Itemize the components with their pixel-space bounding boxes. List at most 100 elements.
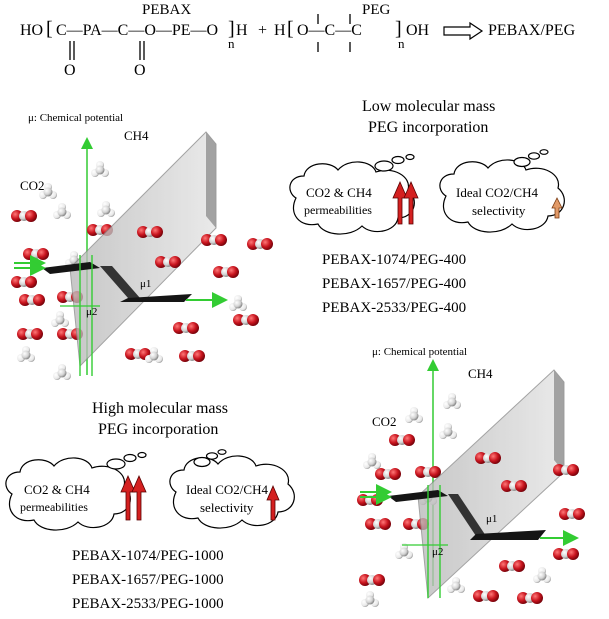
- potential-low: [470, 530, 546, 540]
- blend-item: PEBAX-1074/PEG-400: [322, 252, 467, 268]
- carbonyl-o-2: O: [134, 62, 146, 79]
- blend-item: PEBAX-1657/PEG-400: [322, 276, 467, 292]
- ch4-molecule: [91, 161, 109, 177]
- co2-molecule: [247, 238, 273, 250]
- upper-ch4-label: CH4: [124, 128, 149, 143]
- subscript-n-1: n: [228, 36, 235, 51]
- co2-molecule: [365, 518, 391, 530]
- high-mw-clouds: [5, 449, 295, 531]
- low-cloud1-line1: CO2 & CH4: [306, 185, 372, 200]
- ch4-molecule: [17, 346, 35, 362]
- lower-membrane-panel: [357, 359, 585, 607]
- blend-item: PEBAX-2533/PEG-1000: [72, 596, 224, 612]
- potential-slope: [448, 494, 486, 536]
- co2-molecule: [17, 328, 43, 340]
- bracket-left-2: [: [287, 18, 294, 40]
- potential-high: [42, 262, 100, 274]
- high-cloud2-line1: Ideal CO2/CH4: [186, 482, 268, 497]
- bracket-right-1: ]: [228, 18, 235, 40]
- high-cloud2-line2: selectivity: [200, 500, 254, 515]
- co2-molecule: [137, 226, 163, 238]
- blend-item: PEBAX-2533/PEG-400: [322, 300, 467, 316]
- co2-molecule: [179, 350, 205, 362]
- bracket-right-2: ]: [395, 18, 402, 40]
- co2-molecule: [173, 322, 199, 334]
- ch4-molecule: [229, 295, 247, 311]
- ch4-molecule: [53, 203, 71, 219]
- pebax-chain: C—PA—C—O—PE—O: [56, 22, 219, 39]
- pebax-label: PEBAX: [142, 2, 192, 18]
- high-mw-title-line1: High molecular mass: [92, 400, 228, 417]
- co2-molecule: [233, 314, 259, 326]
- low-mw-clouds: [289, 149, 565, 235]
- bracket-left-1: [: [46, 18, 53, 40]
- low-selectivity-arrow: [551, 197, 563, 219]
- high-cloud1-line1: CO2 & CH4: [24, 482, 90, 497]
- cloud-selectivity: [439, 159, 565, 233]
- co2-molecule: [19, 294, 45, 306]
- cloud-selectivity: [169, 455, 295, 529]
- co2-molecule: [415, 466, 441, 478]
- membrane-edge: [554, 370, 564, 472]
- peg-label: PEG: [362, 2, 391, 18]
- ch4-molecule: [97, 201, 115, 217]
- co2-molecule: [359, 574, 385, 586]
- upper-co2-label: CO2: [20, 178, 45, 193]
- ch4-molecule: [405, 407, 423, 423]
- potential-low: [120, 294, 192, 302]
- co2-molecule: [375, 468, 401, 480]
- co2-molecule: [553, 464, 579, 476]
- co2-molecule: [23, 248, 49, 260]
- high-cloud1-line2: permeabilities: [20, 500, 88, 514]
- co2-molecule: [201, 234, 227, 246]
- lower-mu2-label: μ2: [432, 546, 444, 558]
- co2-molecule: [553, 548, 579, 560]
- potential-slope: [100, 266, 140, 298]
- h-group: H: [236, 22, 248, 39]
- co2-molecule: [517, 592, 543, 604]
- ho-group: HO: [20, 22, 44, 39]
- low-cloud2-line2: selectivity: [472, 203, 526, 218]
- oh-group: OH: [406, 22, 430, 39]
- co2-molecule: [213, 266, 239, 278]
- high-selectivity-arrow: [266, 484, 280, 521]
- ch4-molecule: [363, 453, 381, 469]
- co2-molecule: [155, 256, 181, 268]
- ch4-molecule: [53, 364, 71, 380]
- ch4-molecule: [439, 423, 457, 439]
- product-label: PEBAX/PEG: [488, 22, 576, 39]
- co2-molecule: [501, 480, 527, 492]
- blend-item: PEBAX-1074/PEG-1000: [72, 548, 224, 564]
- blend-item: PEBAX-1657/PEG-1000: [72, 572, 224, 588]
- low-permeability-arrows: [392, 181, 419, 225]
- plus-sign: +: [258, 22, 268, 39]
- upper-mu2-label: μ2: [86, 306, 98, 318]
- co2-molecule: [559, 508, 585, 520]
- membrane-edge: [206, 132, 216, 228]
- co2-molecule: [499, 560, 525, 572]
- co2-molecule: [475, 452, 501, 464]
- low-cloud1-line2: permeabilities: [304, 203, 372, 217]
- ch4-molecule: [443, 393, 461, 409]
- lower-mu1-label: μ1: [486, 513, 498, 525]
- ch4-molecule: [51, 311, 69, 327]
- ch4-molecule: [533, 567, 551, 583]
- reaction-bonds: [69, 14, 351, 60]
- lower-ch4-label: CH4: [468, 366, 493, 381]
- low-cloud2-line1: Ideal CO2/CH4: [456, 185, 538, 200]
- carbonyl-o-1: O: [64, 62, 76, 79]
- high-permeability-arrows: [120, 475, 147, 521]
- peg-chain: O—C—C: [297, 22, 362, 39]
- co2-molecule: [473, 590, 499, 602]
- upper-mu1-label: μ1: [140, 278, 152, 290]
- reaction-arrow: [443, 21, 484, 41]
- lower-co2-label: CO2: [372, 414, 397, 429]
- potential-high: [388, 490, 448, 502]
- high-mw-title-line2: PEG incorporation: [98, 421, 219, 438]
- upper-membrane-panel: [11, 131, 273, 380]
- subscript-n-2: n: [398, 36, 405, 51]
- ch4-molecule: [447, 577, 465, 593]
- upper-axis-label: μ: Chemical potential: [28, 112, 124, 124]
- co2-molecule: [11, 276, 37, 288]
